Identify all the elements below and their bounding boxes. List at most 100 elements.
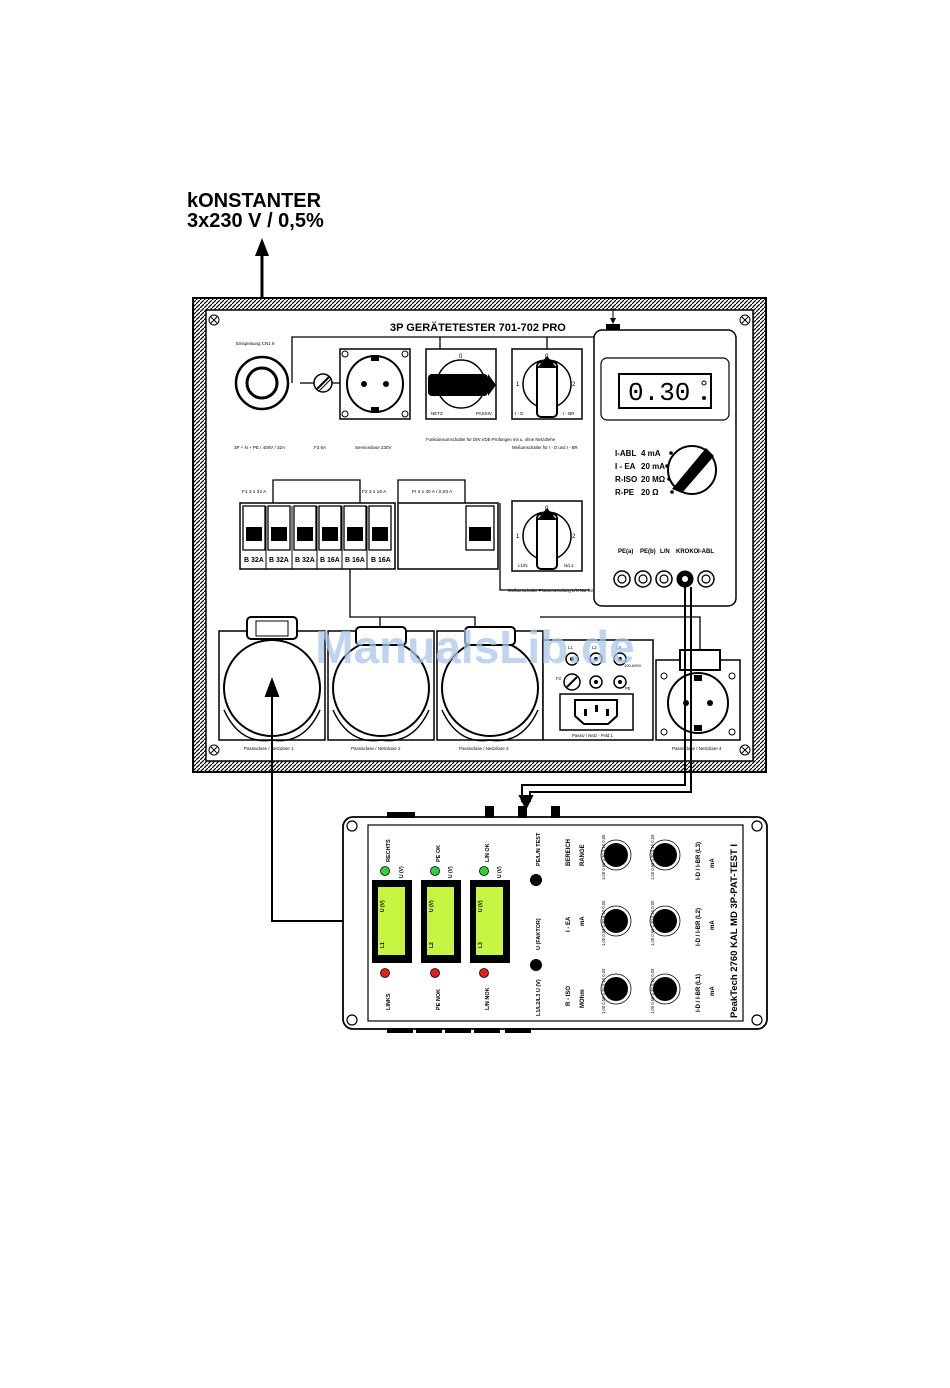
voltage-lcd-panels: [372, 880, 510, 963]
led-label-pe-nok: PE NOK: [436, 989, 442, 1010]
servicedose-label: Servicedose 230V: [355, 445, 392, 450]
panel-title: 3P GERÄTETESTER 701-702 PRO: [390, 321, 566, 334]
peaktech-title: PeakTech 2760 KAL MD 3P-PAT-TEST I: [729, 844, 740, 1018]
pe-ln-test-button[interactable]: [530, 874, 542, 886]
knob-iea: [604, 909, 628, 933]
fuse-f3-icon[interactable]: [313, 373, 333, 393]
measure-rotary-pos2: 2: [572, 382, 576, 388]
main-tester-panel: 3P GERÄTETESTER 701-702 PRO Einspeisung …: [192, 297, 767, 773]
range-r-pe-name: R-PE: [615, 488, 635, 497]
phase-rotary-l1n: L1/N: [518, 563, 528, 568]
fuse-f1-label: F1 3 x 32 A: [242, 489, 267, 495]
measure-rotary-switch[interactable]: [511, 348, 583, 420]
lcd-l1: [378, 887, 405, 955]
jack-label-pea: PE(a): [618, 549, 633, 555]
range-selector-knob[interactable]: [667, 445, 717, 495]
u-faktor-label: U (FAKTOR): [536, 918, 542, 950]
supply-caption: 3P + N + PE / 400V / 32A: [234, 445, 285, 450]
main-rotary-caption: Funktionsumschalter für DIN VDE-Prüfunge…: [426, 437, 556, 442]
jack-label-ln: L/N: [660, 549, 670, 555]
socket-1-label: Passivdose / Netzdose 1: [244, 746, 294, 751]
led-label-ln-ok: L/N OK: [485, 843, 491, 862]
breaker-4-label: B 16A: [320, 557, 340, 564]
range-i-abl-value: 4 mA: [641, 449, 661, 458]
led-label-pe-ok: PE OK: [436, 845, 442, 862]
main-rotary-passiv: PASSIV: [476, 411, 492, 416]
jack-label-peb: PE(b): [640, 549, 656, 555]
id-l3-label: I-D / I-BR (L3): [696, 842, 702, 880]
id-l3-ma: mA: [710, 858, 716, 868]
range-r-iso-value: 20 MΩ: [641, 475, 666, 484]
konstanter-title: kONSTANTER: [187, 190, 322, 212]
main-rotary-switch[interactable]: [425, 348, 497, 420]
measure-rotary-caption: Meßumschalter für I - D und I - BR: [512, 445, 578, 450]
netzdose4-label: Passivdose / Netzdose 4: [672, 746, 722, 751]
knob-bereich: [604, 843, 628, 867]
phase-rotary-pos1: 1: [516, 534, 520, 540]
range-i-ea-value: 20 mA: [641, 462, 665, 471]
mini-label-l3: L3: [616, 645, 621, 650]
panel-screw-icon: [208, 314, 751, 756]
phase-rotary-nl1: N/L1: [564, 563, 574, 568]
u-faktor-button[interactable]: [530, 959, 542, 971]
konstanter-spec: 3x230 V / 0,5%: [187, 210, 324, 232]
knob-id-l1: [653, 977, 677, 1001]
l1l2l3-label: L1/L2/L3 U (V): [536, 979, 542, 1016]
status-led-row-top: [380, 866, 489, 876]
range-i-ea-name: I - EA: [615, 462, 636, 471]
phase-rotary-switch[interactable]: [511, 500, 583, 572]
mini-label-pe: PE: [625, 686, 631, 691]
led-rechts: [380, 866, 390, 876]
breaker-3-label: B 32A: [295, 557, 315, 564]
cee-socket-3[interactable]: [436, 626, 544, 742]
knob-scale-3: 1,00 0,50 0,30 0,10 0,05: [601, 968, 606, 1014]
mohm-label: MOhm: [580, 989, 586, 1008]
service-socket-icon[interactable]: [339, 348, 411, 420]
lcd-l2-phase: L2: [429, 942, 435, 948]
id-l1-label: I-D / I-BR (L1): [696, 974, 702, 1012]
led-label-rechts: RECHTS: [386, 839, 392, 862]
connection-wires: [264, 587, 692, 922]
lcd-l1-unit: U (V): [380, 900, 386, 912]
knob-riso: [604, 977, 628, 1001]
schuko-socket-4[interactable]: [655, 649, 741, 741]
lcd-l3-unit: U (V): [478, 900, 484, 912]
led-ln-nok: [479, 968, 489, 978]
bereich-label: BEREICH: [566, 839, 572, 866]
circuit-breaker-row[interactable]: [239, 502, 499, 570]
mini-label-voltage: 100-690V: [624, 663, 642, 668]
peaktech-knobs[interactable]: [600, 839, 681, 1005]
measure-rotary-ibr: I - BR: [563, 411, 575, 416]
socket-2-label: Passivdose / Netzdose 2: [351, 746, 401, 751]
lcd-l1-phase: L1: [380, 942, 386, 948]
fuse-f2-label: F2 3 x 16 A: [362, 489, 387, 495]
breaker-1-label: B 32A: [244, 557, 264, 564]
lcd-l3-unit-top: U (V): [497, 866, 503, 878]
range-label: RANGE: [580, 844, 586, 866]
cee-socket-2[interactable]: [327, 626, 435, 742]
lcd-l2-unit: U (V): [429, 900, 435, 912]
meter-jack-row[interactable]: [613, 570, 715, 588]
jack-label-kroko: KROKO: [676, 549, 699, 555]
box-screw-icon: [346, 820, 763, 1026]
iea-ma-label: mA: [580, 916, 586, 926]
led-label-ln-nok: L/N NOK: [485, 987, 491, 1010]
breaker-2-label: B 32A: [269, 557, 289, 564]
breaker-6-label: B 16A: [371, 557, 391, 564]
knob-scale-1: 1,00 0,50 0,30 0,10 0,05: [601, 834, 606, 880]
iec-inlet-icon[interactable]: [559, 693, 634, 731]
meter-display-value: 0.30: [628, 378, 690, 408]
id-l2-label: I-D / I-BR (L2): [696, 908, 702, 946]
phase-rotary-caption: Meßumschalter Phasenwendung L/N Nur für …: [508, 588, 642, 593]
main-rotary-pos0: 0: [459, 354, 463, 360]
main-rotary-netz: NETZ: [431, 411, 443, 416]
fuse-fi-label: FI 4 x 40 A / 0,03 A: [412, 489, 453, 495]
id-l1-ma: mA: [710, 986, 716, 996]
panel-top-wiring: [291, 336, 597, 384]
mini-label-l2: L2: [592, 645, 597, 650]
knob-scale-2: 1,00 0,50 0,30 0,10 0,05: [601, 900, 606, 946]
knob-scale-5: 1,00 0,50 0,30 0,10 0,05: [650, 900, 655, 946]
knob-scale-4: 1,00 0,50 0,30 0,10 0,05: [650, 834, 655, 880]
lcd-l3-phase: L3: [478, 942, 484, 948]
lcd-l2: [427, 887, 454, 955]
